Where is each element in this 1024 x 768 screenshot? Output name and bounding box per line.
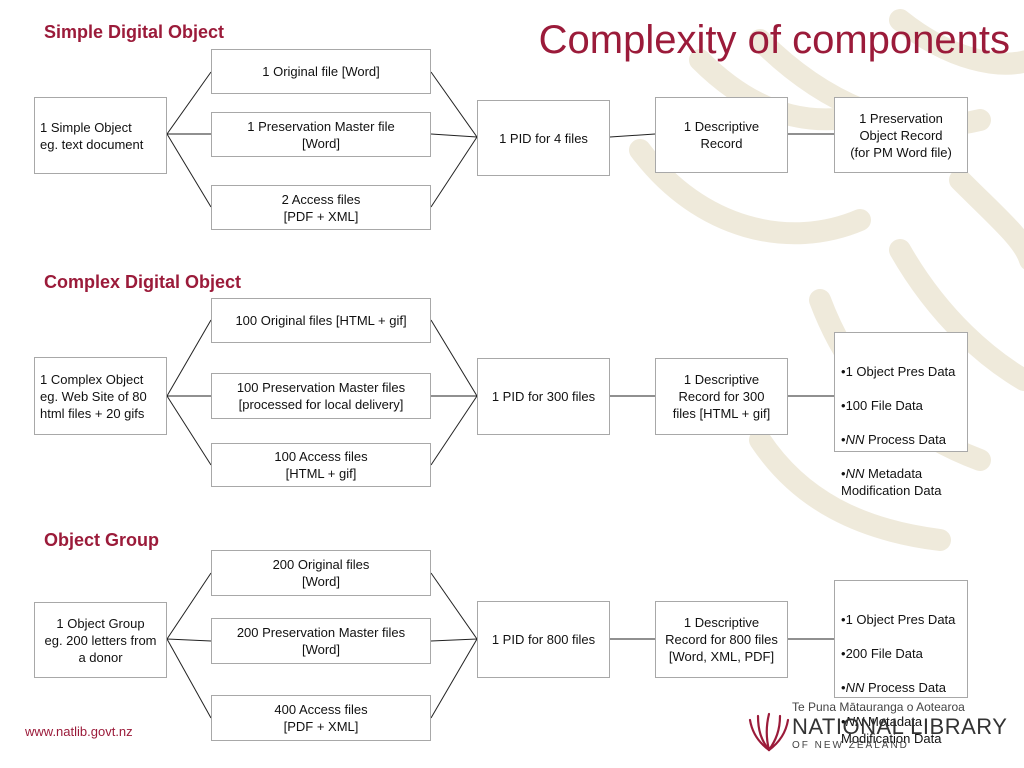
logo-subtitle: OF NEW ZEALAND: [792, 740, 909, 751]
group-pres-item: •NN Metadata Modification Data: [841, 714, 942, 746]
connector-line: [430, 133, 478, 138]
connector-line: [430, 71, 478, 138]
slide-title: Complexity of components: [538, 18, 1010, 62]
connector-line: [430, 572, 478, 640]
flax-leaf-logo-icon: [748, 712, 790, 752]
connector-line: [609, 133, 656, 138]
complex-access-files-box: 100 Access files [HTML + gif]: [211, 443, 431, 487]
complex-pres-item: •NN Metadata Modification Data: [841, 466, 942, 498]
complex-pres-item: •1 Object Pres Data: [841, 364, 956, 379]
group-pres-item: •1 Object Pres Data: [841, 612, 956, 627]
connector-line: [166, 638, 212, 719]
group-object-box: 1 Object Group eg. 200 letters from a do…: [34, 602, 167, 678]
group-pres-item: •NN Process Data: [841, 680, 946, 695]
logo-maori-name: Te Puna Mātauranga o Aotearoa: [792, 700, 965, 714]
section-heading-simple: Simple Digital Object: [44, 22, 225, 42]
connector-line: [166, 133, 212, 208]
group-preservation-master-box: 200 Preservation Master files [Word]: [211, 618, 431, 664]
group-preservation-list-box: •1 Object Pres Data •200 File Data •NN P…: [834, 580, 968, 746]
group-pid-box: 1 PID for 800 files: [477, 601, 610, 678]
simple-preservation-master-box: 1 Preservation Master file [Word]: [211, 112, 431, 157]
simple-pid-box: 1 PID for 4 files: [477, 100, 610, 176]
complex-object-box: 1 Complex Object eg. Web Site of 80 html…: [34, 357, 167, 435]
logo-name: NATIONAL LIBRARY: [792, 714, 1008, 739]
connector-line: [166, 395, 212, 466]
section-heading-complex: Complex Digital Object: [44, 272, 242, 292]
connector-line: [430, 136, 478, 208]
complex-pres-item: •100 File Data: [841, 398, 923, 413]
group-access-files-box: 400 Access files [PDF + XML]: [211, 695, 431, 741]
connector-line: [166, 71, 212, 135]
complex-descriptive-record-box: 1 Descriptive Record for 300 files [HTML…: [655, 358, 788, 435]
simple-original-file-box: 1 Original file [Word]: [211, 49, 431, 94]
simple-preservation-record-box: 1 Preservation Object Record (for PM Wor…: [834, 97, 968, 173]
connector-line: [430, 638, 478, 719]
connector-line: [430, 395, 478, 466]
complex-preservation-list-box: •1 Object Pres Data •100 File Data •NN P…: [834, 332, 968, 498]
connector-line: [166, 319, 212, 397]
connector-line: [430, 319, 478, 397]
complex-pid-box: 1 PID for 300 files: [477, 358, 610, 435]
simple-access-files-box: 2 Access files [PDF + XML]: [211, 185, 431, 230]
complex-pres-item: •NN Process Data: [841, 432, 946, 447]
footer-url: www.natlib.govt.nz: [25, 724, 133, 739]
section-heading-group: Object Group: [44, 530, 160, 550]
connector-line: [166, 638, 212, 642]
complex-preservation-master-box: 100 Preservation Master files [processed…: [211, 373, 431, 419]
connector-line: [166, 572, 212, 640]
group-original-files-box: 200 Original files [Word]: [211, 550, 431, 596]
connector-line: [430, 638, 478, 642]
complex-original-files-box: 100 Original files [HTML + gif]: [211, 298, 431, 343]
group-descriptive-record-box: 1 Descriptive Record for 800 files [Word…: [655, 601, 788, 678]
national-library-logo: Te Puna Mātauranga o Aotearoa NATIONAL L…: [748, 700, 1008, 758]
group-pres-item: •200 File Data: [841, 646, 923, 661]
simple-object-box: 1 Simple Object eg. text document: [34, 97, 167, 174]
simple-descriptive-record-box: 1 Descriptive Record: [655, 97, 788, 173]
